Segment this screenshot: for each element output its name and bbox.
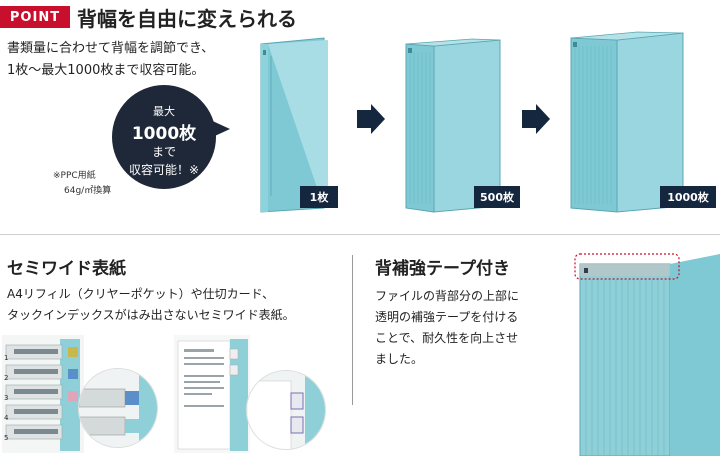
point-title: 背幅を自由に変えられる — [77, 7, 297, 31]
index-number: 1 — [4, 354, 9, 362]
binder-thin-image — [260, 37, 328, 213]
tape-title: 背補強テープ付き — [375, 259, 510, 279]
spine-tape-image — [574, 253, 720, 456]
section-divider — [0, 234, 720, 235]
index-number: 3 — [4, 394, 9, 402]
bubble-line-3: まで — [151, 145, 176, 159]
point-badge: POINT — [0, 6, 70, 28]
column-divider — [352, 255, 353, 405]
bubble-line-2: 1000枚 — [131, 124, 197, 144]
note-line-1: ※PPC用紙 — [53, 171, 96, 181]
pocket-zoom-image — [246, 370, 326, 450]
tape-line-3: ことで、耐久性を向上させ — [375, 331, 519, 345]
bubble-line-1: 最大 — [153, 105, 175, 118]
binder-medium-image — [405, 38, 501, 213]
clear-pocket-image — [174, 335, 250, 453]
index-number: 4 — [4, 414, 9, 422]
index-zoom-image — [78, 368, 158, 448]
semi-wide-line-1: A4リフィル（クリヤーポケット）や仕切カード、 — [7, 287, 275, 301]
binder-wide-image — [570, 31, 684, 213]
semi-wide-line-2: タックインデックスがはみ出さないセミワイド表紙。 — [7, 308, 295, 322]
arrow-right-icon — [357, 104, 385, 134]
description-line-2: 1枚～最大1000枚まで収容可能。 — [7, 63, 205, 78]
semi-wide-title: セミワイド表紙 — [7, 259, 126, 279]
index-number: 5 — [4, 434, 9, 442]
arrow-right-icon — [522, 104, 550, 134]
index-dividers-image — [2, 335, 84, 453]
tape-line-2: 透明の補強テープを付ける — [375, 310, 519, 324]
capacity-label-2: 500枚 — [474, 186, 520, 208]
tape-line-1: ファイルの背部分の上部に — [375, 289, 520, 303]
index-numbers: 1 2 3 4 5 — [4, 348, 8, 448]
description: 書類量に合わせて背幅を調節でき、 1枚～最大1000枚まで収容可能。 — [7, 38, 214, 82]
capacity-label-1: 1枚 — [300, 186, 338, 208]
bubble-line-4: 収容可能！※ — [128, 163, 200, 177]
note-line-2: 64g/㎡換算 — [64, 186, 112, 196]
capacity-label-3: 1000枚 — [660, 186, 716, 208]
capacity-bubble: 最大 1000枚 まで 収容可能！※ — [112, 85, 216, 189]
description-line-1: 書類量に合わせて背幅を調節でき、 — [7, 41, 215, 56]
tape-line-4: ました。 — [375, 352, 424, 366]
index-number: 2 — [4, 374, 9, 382]
